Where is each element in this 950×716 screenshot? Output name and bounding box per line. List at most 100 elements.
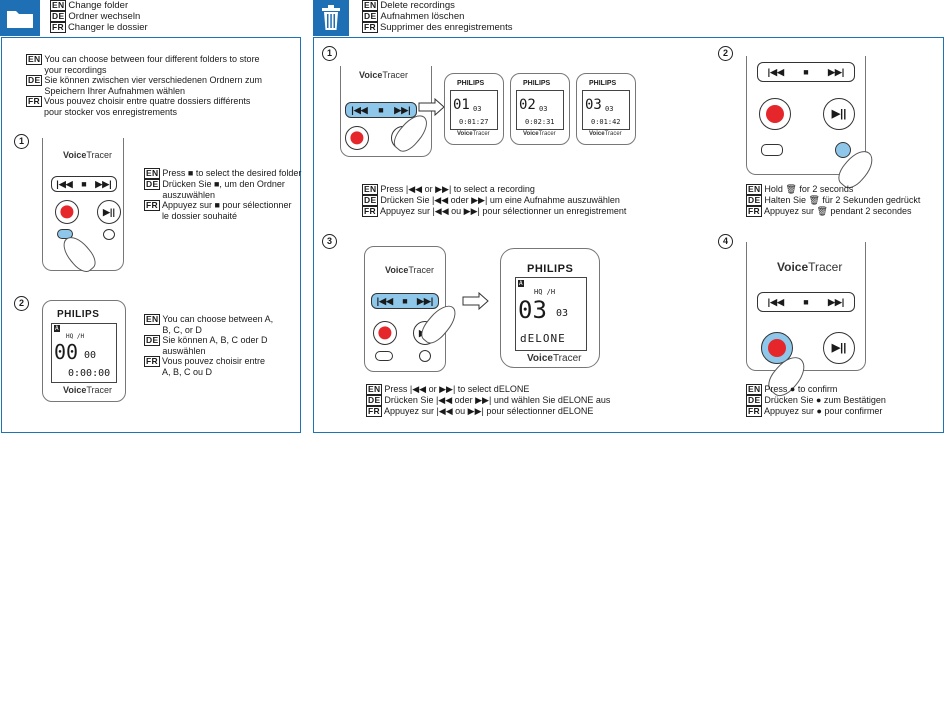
step-number-1: 1 — [14, 134, 29, 149]
stop-icon: ■ — [803, 67, 809, 77]
next-icon: ▶▶| — [416, 295, 434, 306]
elapsed-time: 0:01:42 — [591, 118, 621, 126]
nav-button-row[interactable]: |◀◀■▶▶| — [757, 292, 855, 312]
step-number-2: 2 — [14, 296, 29, 311]
file-number: 03 — [585, 97, 602, 113]
file-total: 00 — [84, 350, 97, 361]
play-pause-button[interactable]: ▶|| — [97, 200, 121, 224]
prev-icon: |◀◀ — [351, 104, 368, 115]
stop-icon: ■ — [378, 105, 384, 115]
voicetracer-device-screen: PHILIPS A HQ /H 00 00 0:00:00 VoiceTrace… — [42, 300, 126, 402]
device-brand: VoiceTracer — [589, 131, 622, 137]
delete-prompt: dELONE — [520, 332, 566, 345]
device-screen-delete: PHILIPS A HQ /H 03 03 dELONE VoiceTracer — [500, 248, 600, 368]
nav-button-row[interactable]: |◀◀ ■ ▶▶| — [757, 62, 855, 82]
play-pause-button[interactable]: ▶|| — [823, 98, 855, 130]
delete-button[interactable] — [419, 350, 431, 362]
philips-logo: PHILIPS — [589, 80, 617, 87]
philips-logo: PHILIPS — [457, 80, 485, 87]
folder-button[interactable] — [375, 351, 393, 361]
device-screen-1: PHILIPS 01 03 0:01:27 VoiceTracer — [444, 73, 504, 145]
trash-header-badge — [313, 0, 349, 36]
folder-indicator: A — [54, 325, 60, 332]
next-icon: ▶▶| — [827, 296, 845, 307]
elapsed-time: 0:00:00 — [68, 368, 111, 379]
device-brand: VoiceTracer — [359, 70, 409, 80]
trash-icon — [322, 5, 340, 30]
philips-logo: PHILIPS — [57, 309, 100, 320]
device-brand: VoiceTracer — [63, 150, 113, 160]
prev-icon: |◀◀ — [56, 178, 73, 189]
file-number: 00 — [54, 340, 79, 364]
arrow-right-icon — [418, 98, 445, 116]
prev-icon: |◀◀ — [767, 66, 784, 77]
file-total: 03 — [539, 105, 548, 113]
arrow-right-icon — [462, 292, 489, 310]
device-brand: VoiceTracer — [385, 265, 435, 275]
quality-indicator: HQ /H — [534, 288, 556, 296]
device-screen-2: PHILIPS 02 03 0:02:31 VoiceTracer — [510, 73, 570, 145]
delete-button[interactable] — [103, 229, 115, 240]
step-number-1: 1 — [322, 46, 337, 61]
device-brand: VoiceTracer — [777, 260, 843, 274]
step-number-2: 2 — [718, 46, 733, 61]
file-total: 03 — [605, 105, 614, 113]
delete-button[interactable] — [835, 142, 851, 158]
quality-indicator: HQ /H — [66, 333, 85, 340]
next-icon: ▶▶| — [394, 104, 411, 115]
file-number: 02 — [519, 97, 536, 113]
voicetracer-device: VoiceTracer |◀◀■▶▶| ▶|| — [364, 246, 446, 372]
lcd-screen: 01 03 0:01:27 — [450, 90, 498, 130]
nav-button-row[interactable]: |◀◀ ■ ▶▶| — [345, 102, 417, 118]
prev-icon: |◀◀ — [376, 295, 393, 306]
next-icon: ▶▶| — [827, 66, 845, 77]
delete-recordings-panel: 1 VoiceTracer |◀◀ ■ ▶▶| ▶|| PHILIPS 01 03 … — [313, 37, 944, 433]
elapsed-time: 0:02:31 — [525, 118, 555, 126]
device-brand: VoiceTracer — [523, 131, 556, 137]
step-number-3: 3 — [322, 234, 337, 249]
folder-indicator: A — [518, 280, 524, 287]
voicetracer-device: VoiceTracer |◀◀■▶▶| ▶|| — [746, 242, 866, 371]
stop-icon: ■ — [81, 179, 87, 189]
lcd-screen: 02 03 0:02:31 — [516, 90, 564, 130]
next-icon: ▶▶| — [95, 178, 112, 189]
file-number: 03 — [518, 296, 547, 324]
step-number-4: 4 — [718, 234, 733, 249]
nav-button-row[interactable]: |◀◀ ■ ▶▶| — [371, 293, 439, 309]
file-total: 03 — [473, 105, 482, 113]
record-button[interactable] — [345, 126, 369, 150]
record-button[interactable] — [55, 200, 79, 224]
device-brand: VoiceTracer — [63, 385, 113, 395]
voicetracer-device: |◀◀ ■ ▶▶| ▶|| — [746, 56, 866, 175]
folder-button[interactable] — [761, 144, 783, 156]
device-brand: VoiceTracer — [527, 353, 582, 364]
play-pause-button[interactable]: ▶|| — [823, 332, 855, 364]
device-brand: VoiceTracer — [457, 131, 490, 137]
philips-logo: PHILIPS — [523, 80, 551, 87]
elapsed-time: 0:01:27 — [459, 118, 489, 126]
lcd-screen: A HQ /H 03 03 dELONE — [515, 277, 587, 351]
voicetracer-device: VoiceTracer |◀◀ ■ ▶▶| ▶|| — [42, 138, 124, 271]
nav-button-row[interactable]: |◀◀ ■ ▶▶| — [51, 176, 117, 192]
stop-icon: ■ — [803, 297, 809, 307]
stop-icon: ■ — [402, 296, 408, 306]
folder-icon — [7, 11, 33, 28]
record-button[interactable] — [759, 98, 791, 130]
record-button[interactable] — [761, 332, 793, 364]
file-number: 01 — [453, 97, 470, 113]
record-button[interactable] — [373, 321, 397, 345]
lcd-screen: A HQ /H 00 00 0:00:00 — [51, 323, 117, 383]
philips-logo: PHILIPS — [527, 263, 574, 275]
folder-header-badge — [0, 0, 40, 36]
